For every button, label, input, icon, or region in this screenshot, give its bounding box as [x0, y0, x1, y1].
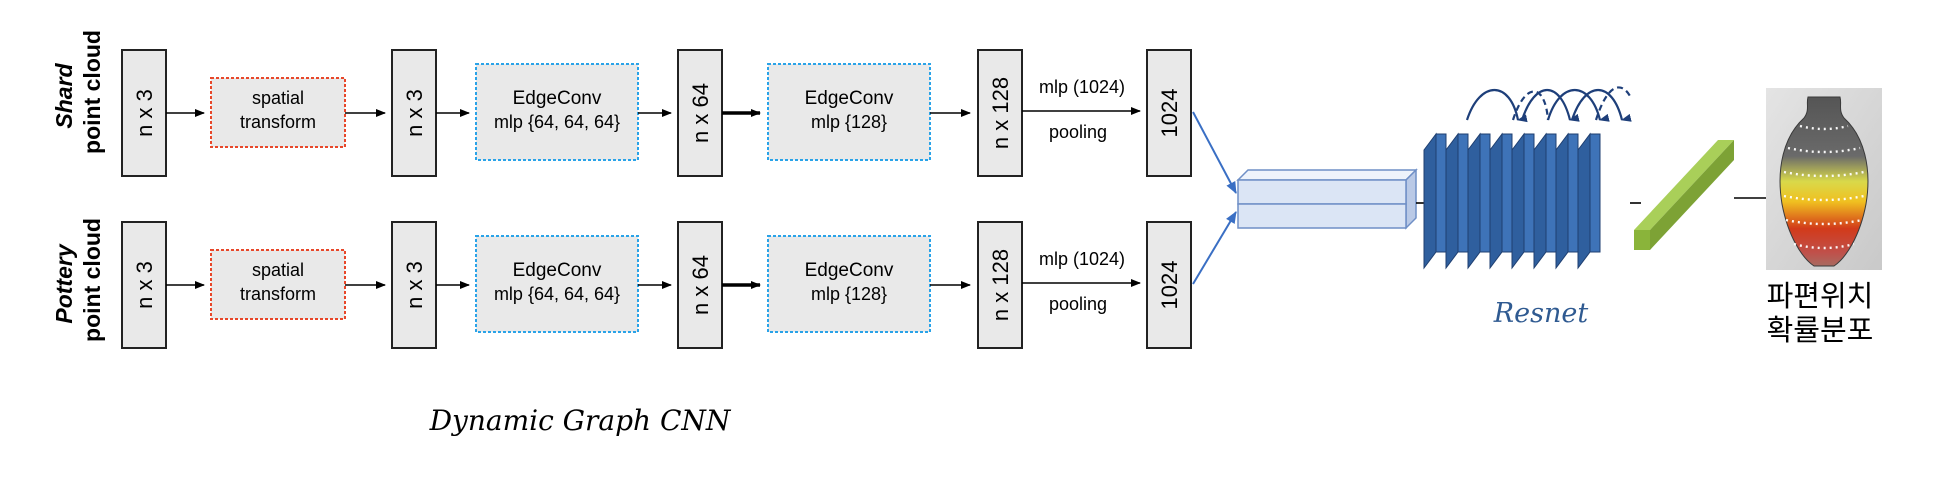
- spatial-transform-box: [210, 249, 346, 320]
- pottery-heatmap-image: [1766, 88, 1882, 270]
- resnet-layer: [1445, 132, 1469, 270]
- row-label-shard: Shard: [51, 62, 77, 128]
- input-dim-label: n x 3: [132, 261, 157, 309]
- ec2-dim-box: [977, 221, 1023, 349]
- spatial-transform-box: [210, 77, 346, 148]
- output-label-line1: 파편위치: [1767, 279, 1874, 313]
- edgeconv2-box: [767, 63, 931, 161]
- spatial-transform-line1: spatial: [252, 88, 304, 108]
- merge-arrow-top: [1192, 111, 1237, 194]
- spatial-transform-line2: transform: [240, 112, 316, 132]
- input-dim-box: [121, 221, 167, 349]
- edgeconv2-title: EdgeConv: [805, 260, 894, 281]
- pooling-label: pooling: [1049, 122, 1107, 142]
- transform-dim-box: [391, 221, 437, 349]
- ec1-dim-label: n x 64: [688, 83, 713, 143]
- mlp-label: mlp (1024): [1039, 77, 1125, 97]
- resnet-layer: [1533, 132, 1557, 270]
- output-dim-box: [1146, 49, 1192, 177]
- input-dim-label: n x 3: [132, 89, 157, 137]
- output-label-line2: 확률분포: [1767, 313, 1874, 347]
- resnet-block: Resnet: [1423, 86, 1632, 329]
- resnet-layer: [1577, 132, 1601, 270]
- concatenated-feature-block: [1236, 168, 1418, 230]
- transform-dim-label: n x 3: [402, 261, 427, 309]
- edgeconv2-title: EdgeConv: [805, 88, 894, 109]
- ec1-dim-box: [677, 49, 723, 177]
- feature-merge: [1192, 111, 1428, 285]
- spatial-transform-line2: transform: [240, 284, 316, 304]
- edgeconv2-mlp: mlp {128}: [811, 112, 887, 132]
- row-sublabel-pottery: point cloud: [79, 218, 105, 342]
- edgeconv1-box: [475, 63, 639, 161]
- output-dim-label: 1024: [1157, 261, 1182, 310]
- skip-connections: [1465, 86, 1632, 123]
- edgeconv1-box: [475, 235, 639, 333]
- edgeconv1-title: EdgeConv: [513, 88, 602, 109]
- resnet-layer: [1489, 132, 1513, 270]
- row-sublabel-shard: point cloud: [79, 30, 105, 154]
- pooling-label: pooling: [1049, 294, 1107, 314]
- row-pottery: Pottery point cloud n x 3 spatial transf…: [51, 218, 1192, 349]
- dgcnn-caption: Dynamic Graph CNN: [429, 404, 732, 437]
- resnet-caption: Resnet: [1493, 298, 1589, 329]
- output-dim-label: 1024: [1157, 89, 1182, 138]
- merge-arrow-bottom: [1192, 211, 1237, 285]
- mlp-label: mlp (1024): [1039, 249, 1125, 269]
- ec1-dim-label: n x 64: [688, 255, 713, 315]
- ec2-dim-label: n x 128: [988, 249, 1013, 321]
- spatial-transform-line1: spatial: [252, 260, 304, 280]
- ec2-dim-box: [977, 49, 1023, 177]
- resnet-layer: [1423, 132, 1447, 270]
- input-dim-box: [121, 49, 167, 177]
- transform-dim-label: n x 3: [402, 89, 427, 137]
- ec2-dim-label: n x 128: [988, 77, 1013, 149]
- edgeconv1-mlp: mlp {64, 64, 64}: [494, 284, 620, 304]
- output-dim-box: [1146, 221, 1192, 349]
- resnet-layer: [1555, 132, 1579, 270]
- edgeconv2-box: [767, 235, 931, 333]
- resnet-layer: [1467, 132, 1491, 270]
- resnet-layer: [1511, 132, 1535, 270]
- edgeconv1-title: EdgeConv: [513, 260, 602, 281]
- resnet-layers: [1423, 132, 1601, 270]
- edgeconv1-mlp: mlp {64, 64, 64}: [494, 112, 620, 132]
- fc-layer: [1634, 140, 1734, 250]
- row-shard: Shard point cloud n x 3 spatial transfor…: [51, 30, 1192, 177]
- row-label-pottery: Pottery: [51, 243, 77, 323]
- edgeconv2-mlp: mlp {128}: [811, 284, 887, 304]
